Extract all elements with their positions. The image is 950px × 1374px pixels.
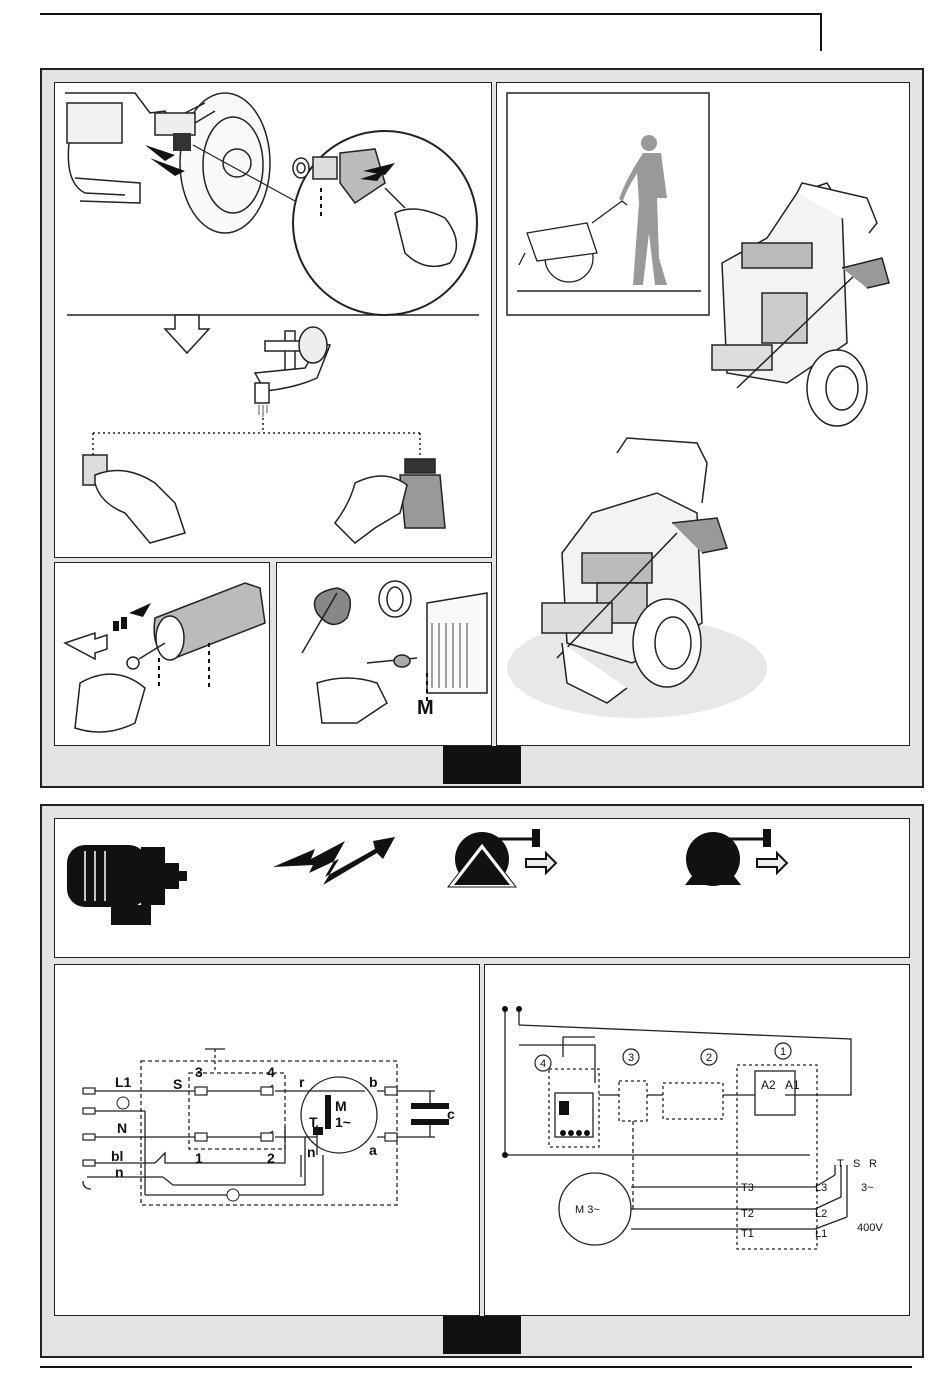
wiring-diagram-single-phase: L1 S 3 4 N 1 2 bl n r b a c T M 1~ n (54, 964, 480, 1316)
panel-product-views (496, 82, 910, 746)
svg-text:L1: L1 (815, 1228, 827, 1240)
flow-icon-cell (677, 819, 907, 894)
wiring-diagram-three-phase: 4 3 2 1 A1 A2 R S T 3~ 400V L3 L2 L1 T3 … (484, 964, 910, 1316)
svg-text:400V: 400V (857, 1222, 883, 1234)
svg-text:bl: bl (111, 1148, 123, 1164)
header-corner (820, 13, 822, 51)
panel-water-connection (54, 82, 492, 558)
svg-text:T: T (837, 1158, 844, 1170)
svg-text:n: n (307, 1144, 316, 1160)
table-cell (446, 893, 678, 926)
svg-text:T1: T1 (741, 1228, 754, 1240)
table-cell (677, 893, 907, 926)
footer-rule (40, 1366, 912, 1368)
panel-adjustment: M (276, 562, 492, 746)
svg-text:3~: 3~ (861, 1182, 874, 1194)
svg-text:2: 2 (267, 1150, 275, 1166)
figure-1-tab (443, 746, 521, 784)
svg-text:1: 1 (780, 1046, 786, 1058)
svg-text:2: 2 (706, 1052, 712, 1064)
table-cell (245, 893, 447, 926)
motor-icon-cell (55, 819, 246, 955)
svg-text:R: R (869, 1158, 877, 1170)
svg-text:L2: L2 (815, 1208, 827, 1220)
header-rule (40, 13, 822, 15)
svg-text:T: T (309, 1114, 318, 1130)
svg-text:1~: 1~ (335, 1114, 351, 1130)
figure-2-tab (443, 1316, 521, 1354)
svg-text:4: 4 (540, 1058, 546, 1070)
svg-text:r: r (299, 1074, 305, 1090)
table-cell (245, 925, 447, 955)
table-cell (677, 925, 907, 955)
svg-text:M: M (335, 1098, 347, 1114)
svg-text:3: 3 (628, 1052, 634, 1064)
svg-text:T2: T2 (741, 1208, 754, 1220)
svg-text:c: c (447, 1106, 455, 1122)
svg-text:S: S (853, 1158, 860, 1170)
svg-text:n: n (115, 1164, 124, 1180)
svg-text:3: 3 (195, 1064, 203, 1080)
svg-text:L1: L1 (115, 1074, 132, 1090)
table-cell (446, 925, 678, 955)
motor-data-table (54, 818, 910, 958)
panel-nozzle-cleaning (54, 562, 270, 746)
svg-text:b: b (369, 1074, 378, 1090)
svg-text:L3: L3 (815, 1182, 827, 1194)
power-icon-cell (245, 819, 447, 894)
svg-text:S: S (173, 1076, 182, 1092)
svg-text:a: a (369, 1142, 377, 1158)
svg-text:T3: T3 (741, 1182, 754, 1194)
label-m: M (417, 697, 434, 720)
svg-text:A1: A1 (785, 1078, 800, 1092)
svg-text:M 3~: M 3~ (575, 1204, 600, 1216)
svg-text:4: 4 (267, 1064, 275, 1080)
svg-text:N: N (117, 1120, 127, 1136)
pressure-icon-cell (446, 819, 678, 894)
svg-text:1: 1 (195, 1150, 203, 1166)
svg-text:A2: A2 (761, 1078, 776, 1092)
